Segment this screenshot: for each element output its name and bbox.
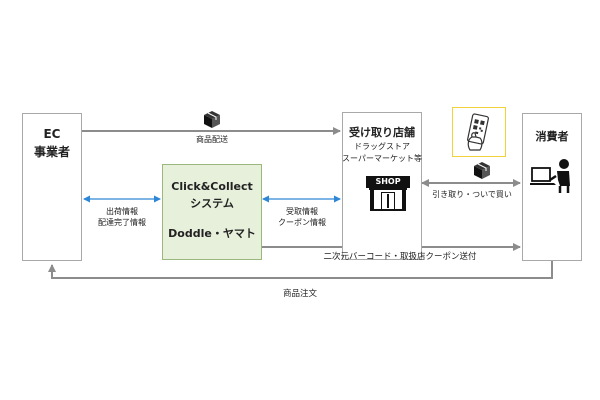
barcode-label: 二次元バーコード・取扱店クーポン送付 [323, 252, 477, 262]
shop-sign-text: SHOP [375, 177, 401, 186]
receipt-label-1: 受取情報 [286, 207, 318, 216]
ec-label-2: 事業者 [33, 145, 70, 159]
click-collect-node [162, 164, 262, 260]
click-collect-label-3: Doddle・ヤマト [168, 227, 256, 240]
store-label-2: ドラッグストア [354, 142, 410, 151]
delivery-label: 商品配送 [196, 135, 228, 144]
consumer-node [522, 113, 582, 261]
ec-label-1: EC [43, 127, 61, 141]
shop-icon: SHOP [366, 176, 410, 211]
shipping-label-1: 出荷情報 [106, 207, 138, 216]
store-label-1: 受け取り店舗 [349, 126, 415, 139]
consumer-label: 消費者 [535, 130, 569, 143]
arrow-order [48, 261, 553, 279]
ec-node [22, 113, 82, 261]
package-icon [204, 111, 220, 128]
pickup-label: 引き取り・ついで買い [432, 190, 512, 199]
phone-qr-icon [452, 107, 506, 157]
order-label: 商品注文 [282, 289, 317, 299]
store-label-3: スーパーマーケット等 [342, 154, 422, 163]
click-collect-label-1: Click&Collect [171, 180, 253, 193]
shop-sign: SHOP [366, 176, 410, 188]
click-collect-label-2: システム [190, 197, 234, 210]
person-computer-icon [530, 158, 574, 194]
shipping-label-2: 配達完了情報 [98, 218, 146, 227]
package-icon [474, 162, 490, 179]
receipt-label-2: クーポン情報 [278, 218, 326, 227]
